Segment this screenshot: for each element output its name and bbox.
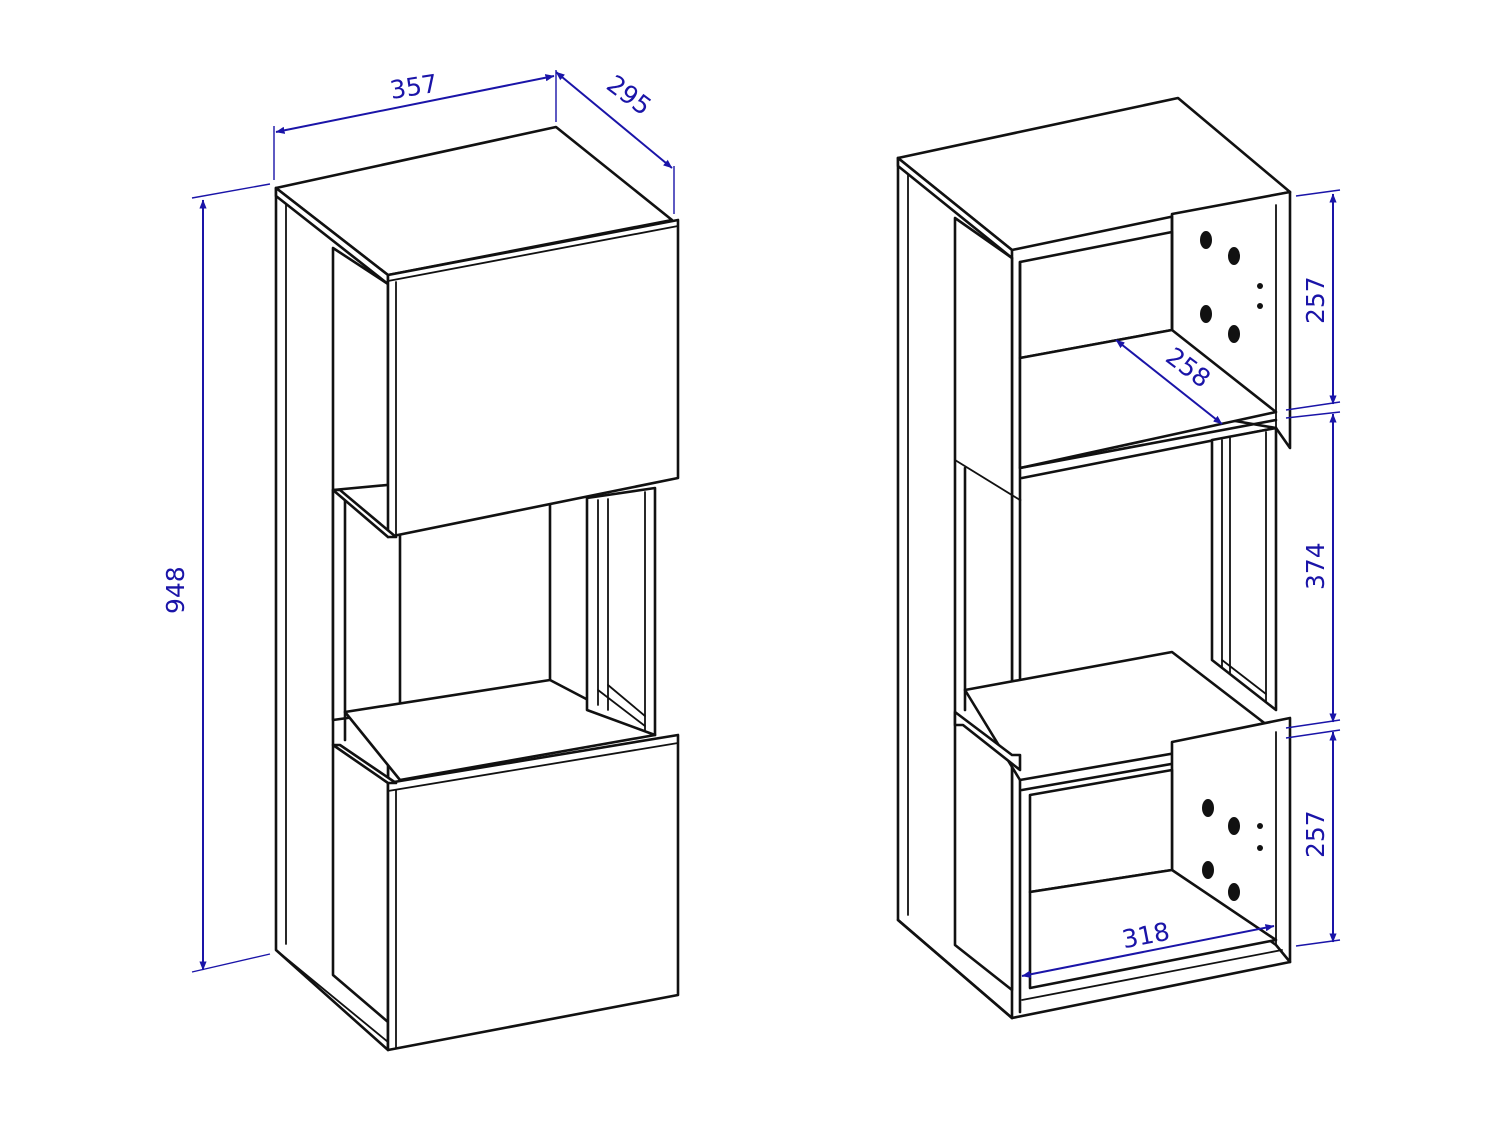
glass-side-frame xyxy=(585,486,657,737)
extension-line xyxy=(1285,729,1341,739)
middle-compartment-dimension-label: 374 xyxy=(1301,542,1330,590)
left-dimensions: 357 295 948 xyxy=(161,69,675,973)
back-panel xyxy=(953,216,1014,992)
hinge-hole xyxy=(1200,231,1212,249)
pin-hole xyxy=(1257,303,1263,309)
shelf-depth-dimension-line xyxy=(1115,339,1223,425)
hinge-hole xyxy=(1228,247,1240,265)
cabinet-closed-view xyxy=(274,125,680,1052)
compartment-edge xyxy=(954,459,1021,501)
width-dimension-line xyxy=(275,74,555,134)
width-dimension-label: 357 xyxy=(388,69,440,105)
glass-frame-line xyxy=(597,689,646,727)
glass-frame-line xyxy=(607,684,646,717)
depth-dimension-label: 295 xyxy=(601,69,657,121)
top-compartment-dimension-label: 257 xyxy=(1301,276,1330,324)
lower-door-top-edge xyxy=(331,743,398,785)
glass-frame-line xyxy=(1221,659,1267,695)
upper-door xyxy=(386,218,680,539)
lower-door xyxy=(386,733,680,1052)
lower-side-step xyxy=(953,710,1022,772)
lower-door-edge xyxy=(387,742,679,792)
extension-line xyxy=(1285,401,1341,411)
shelf-edge xyxy=(1018,418,1278,470)
hinge-hole xyxy=(1228,883,1240,901)
extension-line xyxy=(191,183,271,199)
inner-width-dimension-line xyxy=(1021,924,1275,978)
pin-hole xyxy=(1257,823,1263,829)
bottom-edge xyxy=(275,949,389,1043)
height-dimension-label: 948 xyxy=(161,566,190,614)
extension-line xyxy=(1295,189,1341,197)
hinge-hole xyxy=(1202,799,1214,817)
depth-dimension-line xyxy=(555,71,673,169)
hinge-hole xyxy=(1228,817,1240,835)
bottom-compartment-dimension-label: 257 xyxy=(1301,810,1330,858)
pin-hole xyxy=(1257,845,1263,851)
bottom-side-edge xyxy=(896,918,1014,1020)
upper-door-edge xyxy=(387,225,679,282)
hinge-hole xyxy=(1200,305,1212,323)
hinge-hole xyxy=(1228,325,1240,343)
middle-glass-frame xyxy=(1210,426,1278,712)
pin-hole xyxy=(1257,283,1263,289)
cabinet-open-view xyxy=(896,96,1292,1020)
extension-line xyxy=(1285,719,1341,729)
extension-line xyxy=(1285,411,1341,419)
hinge-hole xyxy=(1202,861,1214,879)
